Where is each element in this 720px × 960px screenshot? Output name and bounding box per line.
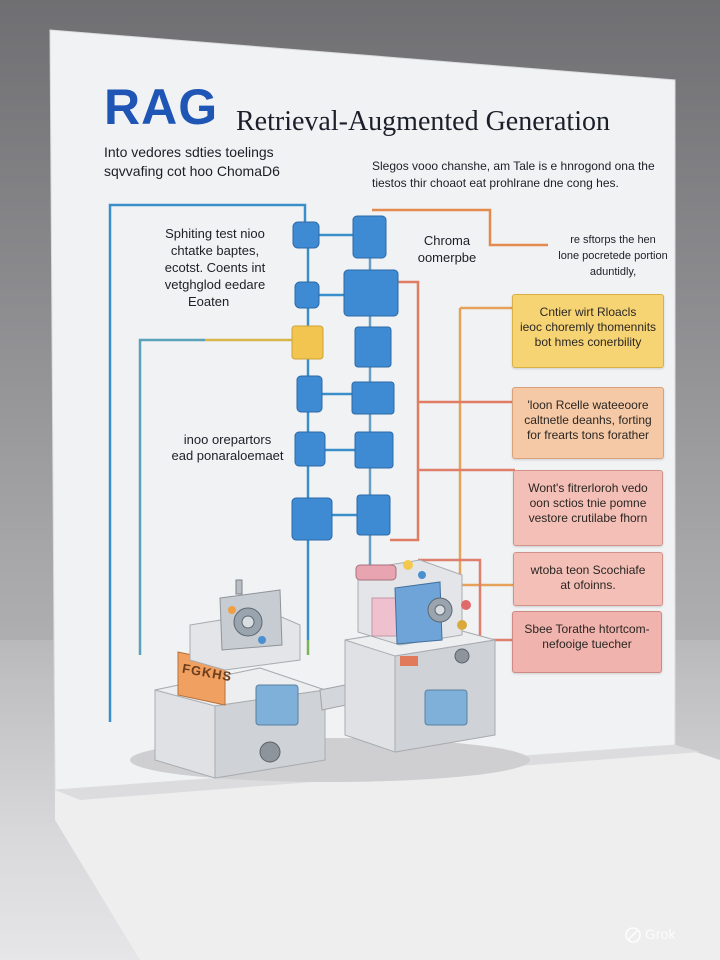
right-machine bbox=[344, 559, 496, 753]
note-box-line: at ofoinns. bbox=[560, 578, 616, 592]
note-box-line: oon sctios tnie pomne bbox=[529, 496, 647, 510]
note-box-2: 'loon Rcelle wateeoore caltnetle deanhs,… bbox=[512, 387, 664, 459]
note-box-line: 'loon Rcelle wateeoore bbox=[527, 398, 649, 412]
intro-left-line: sqvvafing cot hoo ChomaD6 bbox=[104, 163, 280, 179]
intro-right-line: Slegos vooo chanshe, am Tale is e hnrogo… bbox=[372, 159, 655, 173]
intro-left-line: Into vedores sdties toelings bbox=[104, 144, 274, 160]
intro-left: Into vedores sdties toelings sqvvafing c… bbox=[104, 143, 280, 181]
note-box-line: ieoc choremly thomennits bbox=[519, 320, 657, 334]
connector-orange-r4 bbox=[418, 558, 515, 642]
node-c2-6 bbox=[356, 494, 391, 536]
note-box-line: Wont's fitrerloroh vedo bbox=[528, 481, 648, 495]
note-box-4: wtoba teon Scochiafe at ofoinns. bbox=[513, 552, 663, 606]
chroma-label: Chroma oomerpbe bbox=[402, 232, 492, 266]
right-top-line: lone pocretede portion bbox=[558, 250, 668, 262]
node-c2-2 bbox=[343, 269, 399, 317]
note-box-5: Sbee Torathe htortcom- nefooige tuecher bbox=[512, 611, 662, 673]
node-c2-1 bbox=[352, 215, 387, 259]
right-top-line: re sftorps the hen bbox=[570, 234, 656, 246]
note-box-line: Cntier wirt Rloacls bbox=[539, 305, 637, 319]
note-box-line: vestore crutilabe fhorn bbox=[528, 511, 648, 525]
note-box-line: bot hmes conerbility bbox=[534, 335, 642, 349]
left-middle-line: ead ponaraloemaet bbox=[171, 448, 284, 463]
intro-right-line: tiestos thir choaot eat prohlrane dne co… bbox=[372, 176, 619, 190]
note-box-line: Sbee Torathe htortcom- bbox=[524, 622, 650, 636]
left-block-line: Sphiting test nioo bbox=[165, 226, 265, 241]
board-base-fold bbox=[55, 745, 720, 960]
node-c1-6 bbox=[291, 497, 333, 541]
node-c1-2 bbox=[294, 281, 320, 309]
left-block-text: Sphiting test nioo chtatke baptes, ecots… bbox=[150, 225, 280, 310]
node-c1-3-yellow bbox=[291, 325, 324, 360]
left-block-line: chtatke baptes, bbox=[170, 243, 260, 258]
note-box-line: wtoba teon Scochiafe bbox=[530, 563, 646, 577]
node-c2-3 bbox=[354, 326, 392, 368]
left-block-line: ecotst. Coents int bbox=[164, 260, 266, 275]
note-box-1: Cntier wirt Rloacls ieoc choremly thomen… bbox=[512, 294, 664, 368]
node-c2-5 bbox=[354, 431, 394, 469]
node-c1-5 bbox=[294, 431, 326, 467]
grok-watermark-icon bbox=[625, 927, 641, 943]
right-top-line: aduntidly, bbox=[589, 266, 637, 278]
left-block-line: Eoaten bbox=[188, 294, 230, 309]
connector-orange-mid bbox=[390, 280, 420, 542]
note-box-line: for frearts tons forather bbox=[526, 428, 650, 442]
left-block-line: vetghglod eedare bbox=[164, 277, 266, 292]
intro-right: Slegos vooo chanshe, am Tale is e hnrogo… bbox=[372, 158, 672, 192]
title-rag: RAG bbox=[104, 79, 219, 135]
node-c2-4 bbox=[351, 381, 395, 415]
chroma-label-line: Chroma bbox=[423, 233, 471, 248]
left-middle-text: inoo orepartors ead ponaraloemaet bbox=[160, 432, 295, 464]
title-subtitle: Retrieval-Augmented Generation bbox=[236, 106, 610, 137]
right-top-text: re sftorps the hen lone pocretede portio… bbox=[548, 232, 678, 280]
note-box-line: nefooige tuecher bbox=[542, 637, 632, 651]
connector-orange-top bbox=[372, 208, 548, 247]
node-c1-1 bbox=[292, 221, 320, 249]
grok-watermark: Grok bbox=[645, 926, 676, 942]
node-c1-4 bbox=[296, 375, 323, 413]
connector-left-inner bbox=[138, 338, 205, 655]
note-box-3: Wont's fitrerloroh vedo oon sctios tnie … bbox=[513, 470, 663, 546]
left-machine bbox=[154, 579, 326, 779]
chroma-label-line: oomerpbe bbox=[417, 250, 477, 265]
connector-left-loop bbox=[108, 203, 307, 722]
note-box-line: caltnetle deanhs, forting bbox=[524, 413, 652, 427]
left-middle-line: inoo orepartors bbox=[183, 432, 272, 447]
